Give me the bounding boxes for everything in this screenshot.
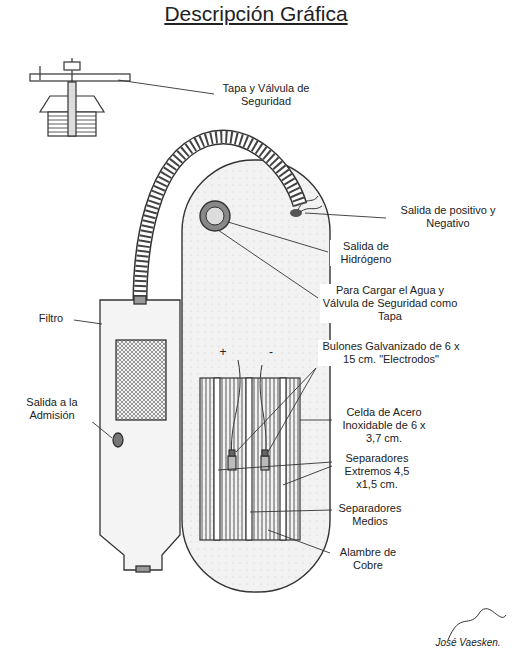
part-label: Salida de positivo y Negativo (388, 204, 508, 230)
polarity-mark: - (264, 346, 278, 359)
part-label: Separadores Extremos 4,5 x1,5 cm. (334, 452, 420, 491)
part-label: Celda de Acero Inoxidable de 6 x 3,7 cm. (334, 406, 434, 445)
signature: José Vaesken. (428, 636, 508, 649)
hose (140, 137, 300, 302)
part-label: Salida de Hidrógeno (330, 240, 402, 266)
part-label: Filtro (28, 312, 74, 325)
signature-scrawl (448, 609, 506, 640)
part-label: Salida a la Admisión (10, 396, 94, 422)
tank (182, 160, 330, 592)
part-label: Bulones Galvanizado de 6 x 15 cm. "Elect… (318, 340, 464, 366)
title: Descripción Gráfica (0, 2, 512, 26)
polarity-mark: + (216, 346, 230, 359)
part-label: Para Cargar el Agua y Válvula de Segurid… (320, 284, 460, 323)
filter (100, 296, 180, 572)
part-label: Tapa y Válvula de Seguridad (216, 82, 316, 108)
part-label: Alambre de Cobre (332, 546, 404, 572)
cap-valve (30, 58, 130, 136)
part-label: Separadores Medios (334, 502, 406, 528)
cell (200, 378, 300, 540)
